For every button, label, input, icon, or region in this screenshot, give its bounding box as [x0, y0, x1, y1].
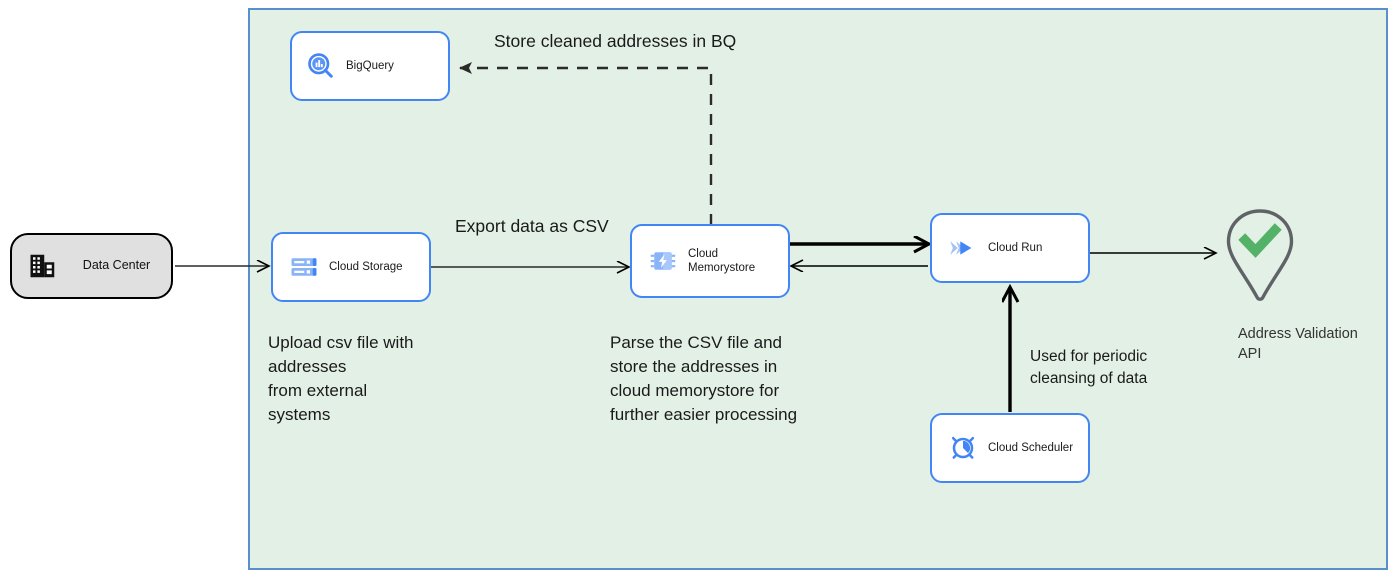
node-cloud-memorystore[interactable]: Cloud Memorystore — [630, 224, 790, 298]
node-cloud-scheduler-label: Cloud Scheduler — [988, 441, 1074, 454]
annotation-parse-csv: Parse the CSV file and store the address… — [610, 333, 798, 425]
node-cloud-memorystore-label: Cloud Memorystore — [688, 247, 756, 274]
node-data-center-label: Data Center — [82, 258, 151, 273]
cloud-run-icon — [946, 233, 978, 263]
node-bigquery-label: BigQuery — [346, 59, 394, 72]
office-building-icon — [28, 251, 58, 281]
node-cloud-storage-label: Cloud Storage — [329, 260, 403, 273]
node-cloud-run-label: Cloud Run — [988, 241, 1043, 254]
node-data-center[interactable]: Data Center — [10, 233, 173, 299]
node-bigquery[interactable]: BigQuery — [290, 31, 450, 101]
annotation-upload-csv: Upload csv file with addresses from exte… — [268, 333, 414, 425]
edge-label-store-in-bq: Store cleaned addresses in BQ — [494, 31, 737, 51]
map-pin-check-icon — [1222, 207, 1298, 303]
node-cloud-storage[interactable]: Cloud Storage — [271, 232, 431, 302]
cloud-storage-icon — [289, 252, 319, 282]
google-cloud-zone — [248, 8, 1388, 570]
address-validation-api-label: Address Validation API — [1238, 326, 1358, 362]
cloud-scheduler-icon — [948, 433, 978, 463]
node-cloud-run[interactable]: Cloud Run — [930, 213, 1090, 283]
edge-label-periodic-cleansing: Used for periodic cleansing of data — [1030, 348, 1148, 388]
cloud-memorystore-icon — [648, 246, 678, 276]
bigquery-icon — [306, 51, 336, 81]
edge-label-export-csv: Export data as CSV — [455, 216, 609, 236]
node-cloud-scheduler[interactable]: Cloud Scheduler — [930, 413, 1090, 483]
